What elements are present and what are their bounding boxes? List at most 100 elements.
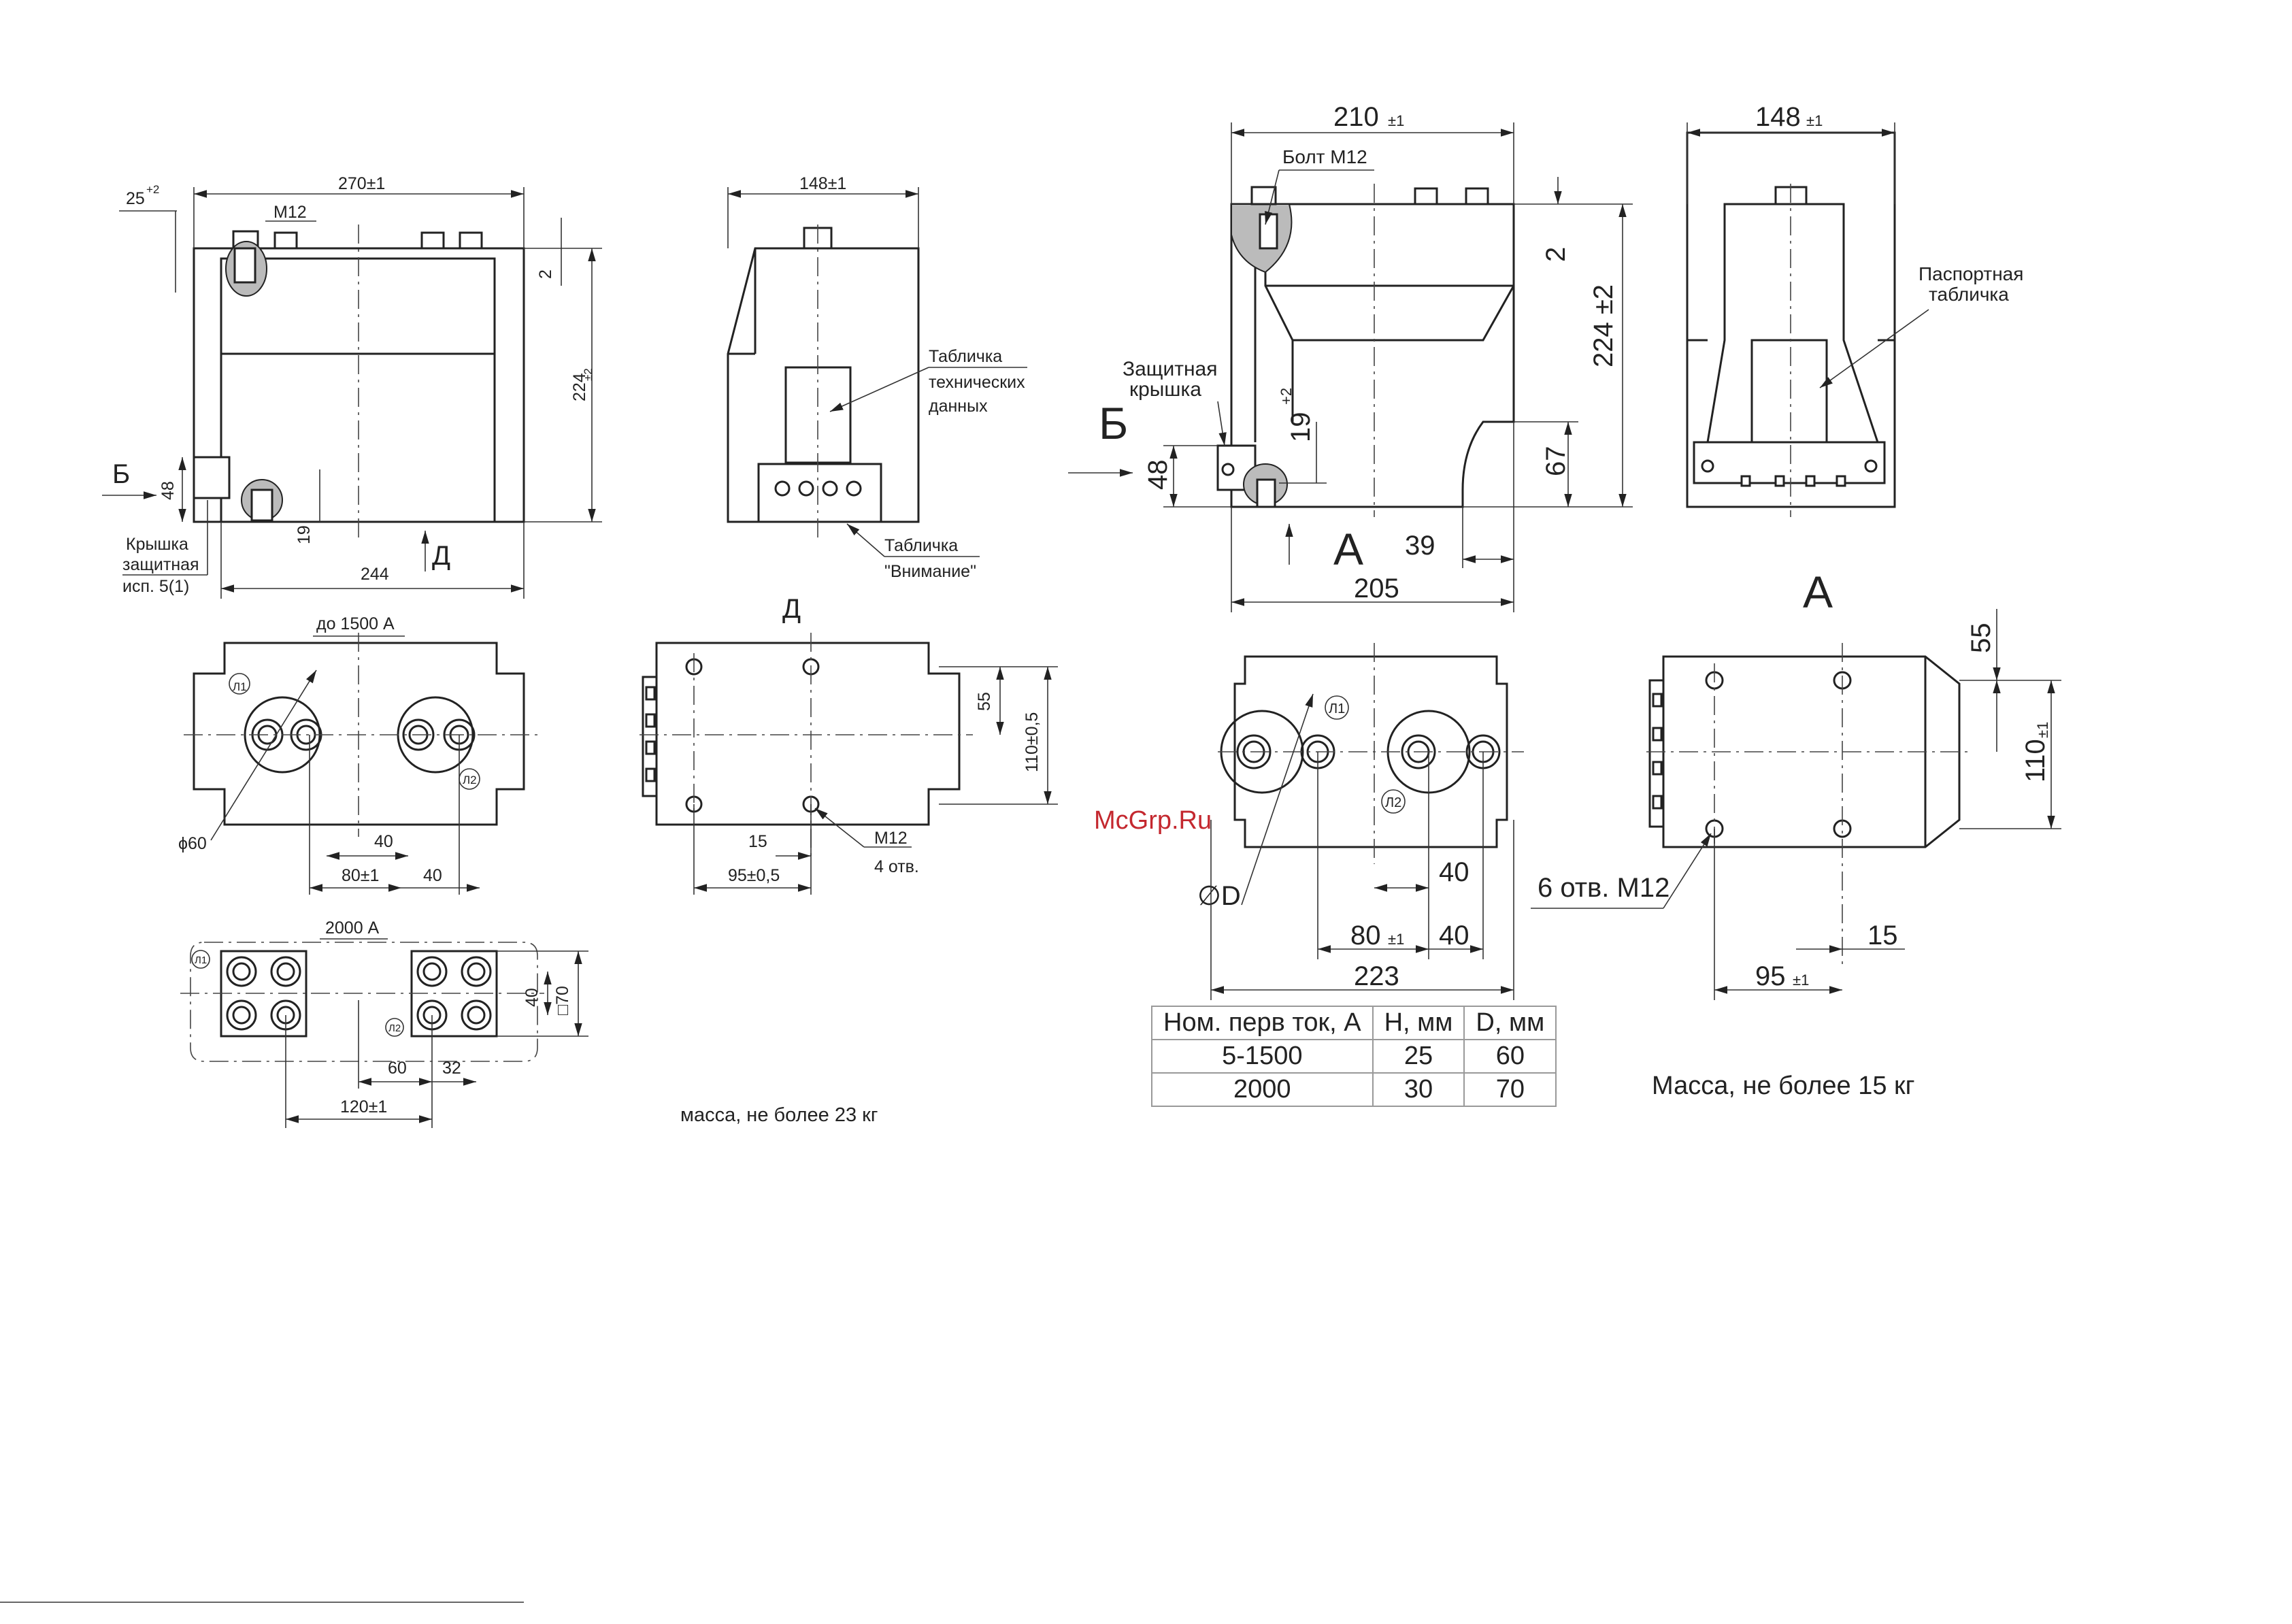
r-dim-224: 224 ±2 [1589,284,1618,367]
r-dim-40b: 40 [1439,921,1469,950]
view-2000-title: 2000 А [325,918,380,938]
mark-l1: Л1 [233,680,247,693]
left-view-d: Д 55 110±0,5 15 95±0,5 М12 4 отв. [640,594,1058,895]
bolt-label-m12: М12 [273,203,307,222]
r-dim-210: 210 [1333,102,1379,132]
right-front-view: 210 ±1 Болт М12 2 224 ±2 67 Защитная кры… [1068,102,1633,612]
mark-l2: Л2 [463,774,477,786]
r-side-dim-148: 148 [1755,102,1801,132]
table-header: D, мм [1463,1006,1557,1040]
r-view-a-title: А [1803,567,1833,617]
view-d-hole-count: 4 отв. [874,857,919,876]
dim-2000-40: 40 [522,988,542,1007]
dim-40a: 40 [374,832,393,851]
dim-2000-60: 60 [388,1059,407,1078]
table-header-row: Ном. перв ток, А H, мм D, мм [1151,1006,1557,1040]
side-dim-148: 148±1 [799,174,846,193]
table-header: H, мм [1372,1006,1465,1040]
r-view-a-dim-55: 55 [1966,623,1996,654]
r-plate-label-2: табличка [1929,284,2009,305]
dim-2000-70: □70 [553,986,572,1015]
table-cell: 25 [1372,1039,1465,1074]
left-mass-note: масса, не более 23 кг [680,1104,878,1126]
view-d-title: Д [782,594,801,624]
dim-224: 224 [570,373,589,401]
watermark: McGrp.Ru [1094,806,1212,835]
right-side-view: 148 ±1 Паспортная табличка [1686,102,2023,517]
table-header: Ном. перв ток, А [1151,1006,1374,1040]
r-view-a-dim-110-tol: ±1 [2034,722,2051,738]
dim-19: 19 [295,525,314,544]
dim-48: 48 [159,481,178,500]
warn-label-2: "Внимание" [884,562,976,581]
dim-40b: 40 [423,866,442,885]
cover-label-3: исп. 5(1) [122,577,189,596]
table-cell: 5-1500 [1151,1039,1374,1074]
r-bolt-label: Болт М12 [1282,146,1367,167]
r-dim-48: 48 [1143,460,1173,491]
r-dim-80: 80 [1350,921,1381,950]
dim-angle-25: 25 [126,189,145,208]
view-1500-title: до 1500 А [316,614,395,633]
view-d-dim-110: 110±0,5 [1023,712,1042,772]
r-mark-l1: Л1 [1329,701,1345,716]
mark-2000-l1: Л1 [195,955,207,966]
r-dim-19: 19 [1286,412,1316,443]
r-dim-40a: 40 [1439,857,1469,887]
view-d-dim-55: 55 [975,692,994,711]
left-view-1500: до 1500 А Л1 Л2 ϕ60 40 80±1 40 [178,614,537,895]
table-cell: 2000 [1151,1072,1374,1107]
cover-label-2: защитная [122,555,199,574]
right-bottom-view: Л1 Л2 ∅D 40 80 ±1 40 223 [1197,643,1524,1000]
r-dim-205: 205 [1354,574,1399,603]
left-side-view: 148±1 Табличка технических данных Таблич… [727,174,1027,581]
table-cell: 70 [1463,1072,1557,1107]
dim-270: 270±1 [338,174,385,193]
dia-60: ϕ60 [178,834,207,853]
view-d-dim-95: 95±0,5 [728,866,780,885]
r-view-a-dim-15: 15 [1867,921,1898,950]
view-d-arrow-label: Д [432,541,450,571]
plate-label-1: Табличка [929,347,1002,366]
view-d-dim-15: 15 [748,832,767,851]
dim-angle-tol: +2 [146,183,159,196]
r-dia-d: ∅D [1197,881,1241,911]
r-dim-2: 2 [1541,247,1571,262]
dim-244: 244 [361,565,389,584]
r-cover-label-1: Защитная [1123,358,1217,380]
dim-2000-120: 120±1 [340,1097,387,1116]
r-dim-210-tol: ±1 [1388,112,1404,129]
right-view-a: А 55 110 ±1 6 отв. М12 15 95 ±1 [1531,567,2061,1000]
view-b-arrow-label: Б [112,459,130,489]
dim-224-tol: ±2 [582,368,595,381]
table-row: 2000 30 70 [1151,1072,1557,1107]
table-row: 5-1500 25 60 [1151,1039,1557,1074]
table-cell: 30 [1372,1072,1465,1107]
r-view-b-label: Б [1099,398,1128,448]
r-view-a-dim-95-tol: ±1 [1793,972,1809,989]
r-mark-l2: Л2 [1385,795,1401,810]
r-dim-80-tol: ±1 [1388,931,1404,948]
r-cover-label-2: крышка [1129,378,1201,401]
r-dim-39: 39 [1405,531,1435,561]
plate-label-3: данных [929,397,988,416]
view-d-hole-label: М12 [874,829,908,848]
r-dim-223: 223 [1354,961,1399,991]
plate-label-2: технических [929,373,1025,392]
mark-2000-l2: Л2 [388,1023,401,1034]
r-view-a-dim-95: 95 [1755,961,1786,991]
dim-80: 80±1 [342,866,379,885]
r-dim-19-tol: +2 [1278,388,1295,405]
r-side-dim-148-tol: ±1 [1806,112,1823,129]
warn-label-1: Табличка [884,536,958,555]
dim-2000-32: 32 [442,1059,461,1078]
r-plate-label-1: Паспортная [1919,263,2023,284]
r-view-a-holes: 6 отв. М12 [1538,873,1670,903]
left-view-2000: 2000 А Л1 Л2 40 □70 60 32 120±1 [180,918,588,1128]
current-spec-table: Ном. перв ток, А H, мм D, мм 5-1500 25 6… [1151,1006,1557,1107]
r-dim-67: 67 [1541,446,1571,477]
left-front-view: 270±1 25 +2 М12 2 224 ±2 48 19 244 Б Д К… [102,174,602,599]
cover-label-1: Крышка [126,535,188,554]
